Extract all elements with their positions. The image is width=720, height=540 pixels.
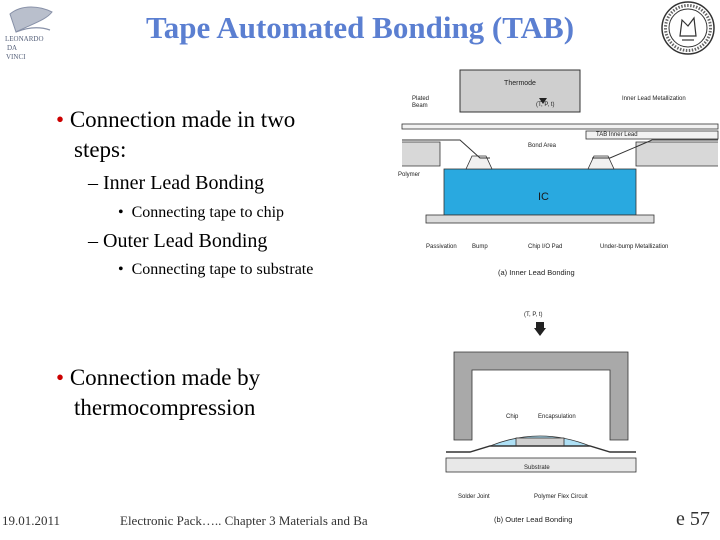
logo-text-2: DA	[7, 44, 17, 52]
label-chip-io-pad: Chip I/O Pad	[528, 244, 562, 250]
university-seal-icon	[661, 1, 715, 55]
footer-date: 19.01.2011	[2, 513, 61, 528]
logo-text-3: VINCI	[6, 53, 26, 61]
label-bump: Bump	[472, 244, 488, 250]
sub-sub-bullet-1-text: Connecting tape to chip	[131, 204, 285, 221]
leonardo-da-vinci-logo: LEONARDO DA VINCI	[5, 6, 53, 61]
label-under-bump: Under-bump Metallization	[600, 244, 668, 250]
label-thermode: Thermode	[504, 80, 536, 87]
bullet-2-text: Connection made by	[69, 365, 261, 390]
bullet-1-text: Connection made in two	[69, 107, 296, 132]
label-solder-joint: Solder Joint	[458, 494, 490, 500]
sub-sub-bullet-2: • Connecting tape to substrate	[118, 261, 314, 278]
label-encapsulation: Encapsulation	[538, 414, 576, 420]
label-tpt-a: (T, P, t)	[536, 102, 555, 108]
caption-outer-lead-bonding: (b) Outer Lead Bonding	[494, 515, 572, 524]
label-polymer: Polymer	[398, 172, 420, 178]
label-bond-area: Bond Area	[528, 143, 557, 149]
footer-title: Electronic Pack….. Chapter 3 Materials a…	[120, 513, 368, 528]
bullet-2: • Connection made by	[56, 364, 260, 392]
substrate	[445, 457, 637, 473]
ic-chip	[443, 168, 637, 216]
page-number-value: 57	[689, 508, 710, 530]
label-polymer-flex: Polymer Flex Circuit	[534, 494, 588, 500]
label-substrate: Substrate	[524, 465, 550, 471]
label-ic: IC	[538, 191, 549, 203]
thermode-block	[459, 69, 581, 113]
label-tab-inner-lead: TAB Inner Lead	[596, 132, 638, 138]
bullet-2-cont: thermocompression	[74, 395, 256, 420]
bullet-dot: •	[56, 365, 65, 390]
page-number: e 57	[676, 508, 710, 531]
sub-bullet-outer: – Outer Lead Bonding	[88, 230, 268, 252]
label-plated-beam-1: Plated	[412, 96, 429, 102]
logo-text-1: LEONARDO	[5, 35, 44, 43]
label-passivation: Passivation	[426, 244, 457, 250]
inner-lead-bonding-diagram: Thermode (T, P, t) IC Plated Beam Inner …	[398, 69, 719, 277]
slide-title: Tape Automated Bonding (TAB)	[145, 10, 575, 45]
label-chip: Chip	[506, 414, 519, 420]
sub-bullet-inner: – Inner Lead Bonding	[88, 172, 265, 194]
bullet-1-cont: steps:	[74, 137, 127, 162]
label-plated-beam-2: Beam	[412, 103, 428, 109]
caption-inner-lead-bonding: (a) Inner Lead Bonding	[498, 268, 575, 277]
label-tpt-b: (T, P, t)	[524, 312, 543, 318]
bullet-dot: •	[56, 107, 65, 132]
page-prefix: e	[676, 508, 685, 530]
thermode-outer	[453, 351, 629, 441]
sub-sub-bullet-1: • Connecting tape to chip	[118, 204, 285, 221]
sub-sub-bullet-2-text: Connecting tape to substrate	[131, 261, 314, 278]
label-inner-lead-metal: Inner Lead Metallization	[622, 96, 686, 102]
outer-lead-bonding-diagram: (T, P, t) Substrate Chip Encapsulation S…	[445, 312, 637, 524]
bullet-1: • Connection made in two	[56, 106, 295, 134]
